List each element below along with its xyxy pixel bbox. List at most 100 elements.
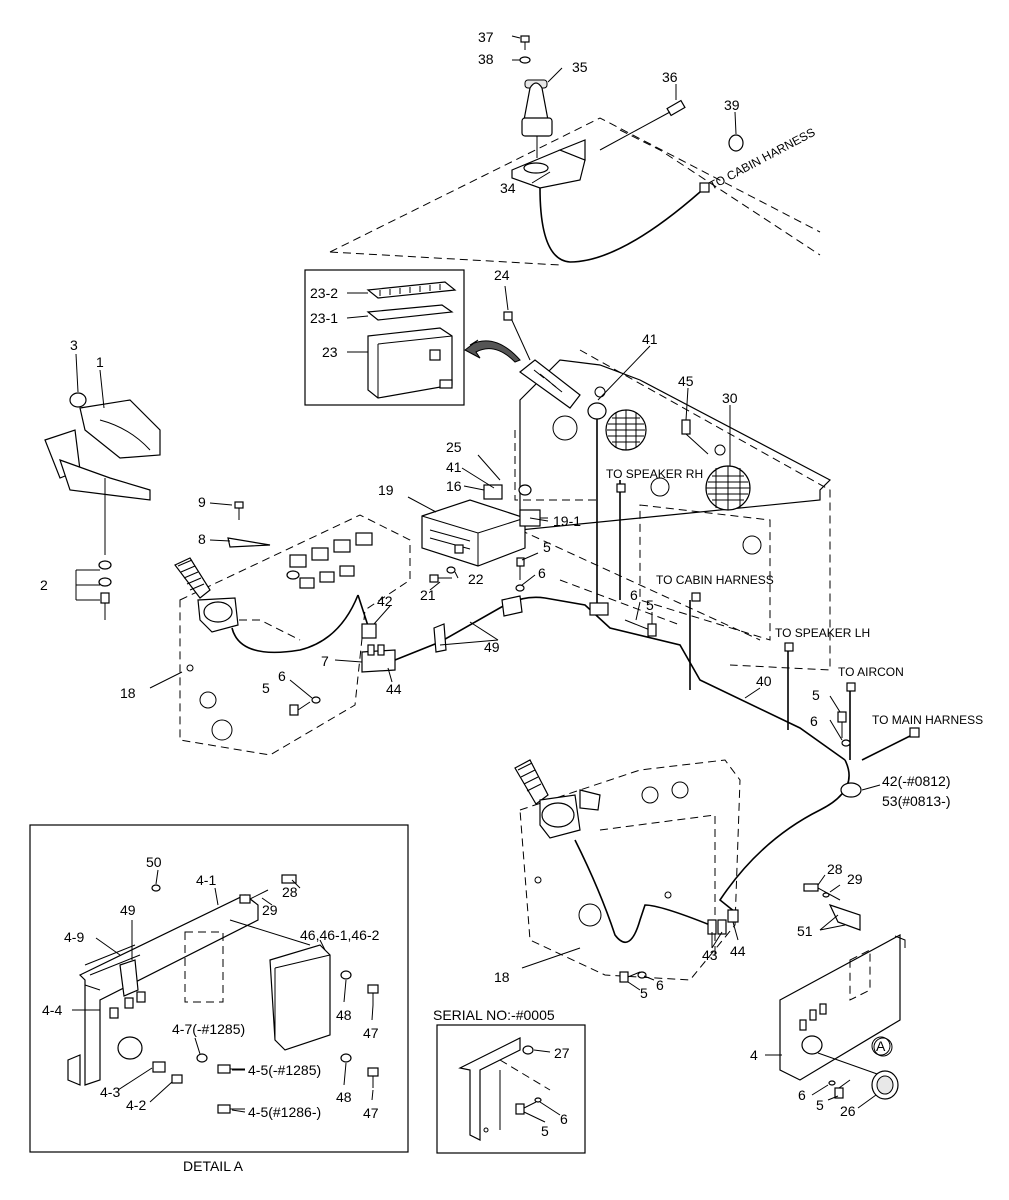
- beacon-lamp: [511, 79, 586, 189]
- note-to-aircon: TO AIRCON: [838, 665, 904, 679]
- serial-no-box: [436, 1024, 586, 1154]
- callout-53: 53(#0813-): [882, 793, 951, 809]
- callout-6-a: 6: [538, 565, 546, 581]
- callout-34: 34: [500, 180, 516, 196]
- callout-7: 7: [321, 653, 329, 669]
- callout-5-g: 5: [541, 1123, 549, 1139]
- callout-22: 22: [468, 571, 484, 587]
- callout-4: 4: [750, 1047, 758, 1063]
- callout-46: 46,46-1,46-2: [300, 927, 380, 943]
- harness-left: [231, 594, 396, 716]
- callout-4-2: 4-2: [126, 1097, 146, 1113]
- note-to-main-harness: TO MAIN HARNESS: [872, 713, 983, 727]
- callout-3: 3: [70, 337, 78, 353]
- beacon-hardware: [519, 35, 744, 152]
- callout-5-e: 5: [640, 985, 648, 1001]
- callout-42-b: 42(-#0812): [882, 773, 951, 789]
- speaker-lh: [705, 465, 751, 511]
- callout-36: 36: [662, 69, 678, 85]
- callout-4-3: 4-3: [100, 1084, 120, 1100]
- armrest: [69, 392, 161, 459]
- callout-4-1: 4-1: [196, 872, 216, 888]
- callout-4-5-a: 4-5(-#1285): [248, 1062, 321, 1078]
- note-to-cabin-harness-top: TO CABIN HARNESS: [707, 125, 818, 193]
- callout-6-g: 6: [560, 1111, 568, 1127]
- callout-5-d: 5: [812, 687, 820, 703]
- callout-25: 25: [446, 439, 462, 455]
- callout-24: 24: [494, 267, 510, 283]
- callout-49-a: 49: [484, 639, 500, 655]
- fuse-box-inset: [304, 269, 465, 406]
- callout-40: 40: [756, 673, 772, 689]
- callout-5-a: 5: [543, 539, 551, 555]
- note-to-speaker-rh: TO SPEAKER RH: [606, 467, 703, 481]
- callout-35: 35: [572, 59, 588, 75]
- note-to-cabin-harness-mid: TO CABIN HARNESS: [656, 573, 774, 587]
- callout-38: 38: [478, 51, 494, 67]
- leader-lines: [72, 35, 881, 1123]
- callout-23-1: 23-1: [310, 310, 338, 326]
- fuse-connector: [503, 311, 581, 409]
- callout-labels: 37 38 35 36 39 34 24 23-2 23-1 23 41 45 …: [40, 29, 951, 1139]
- speaker-rh: [605, 409, 647, 451]
- beacon-wire: [539, 182, 710, 263]
- callout-6-d: 6: [810, 713, 818, 729]
- callout-23-2: 23-2: [310, 285, 338, 301]
- radio-bolts: [429, 557, 525, 592]
- screw-45: [681, 419, 709, 455]
- callout-37: 37: [478, 29, 494, 45]
- callout-21: 21: [420, 587, 436, 603]
- callout-29-b: 29: [262, 902, 278, 918]
- callout-50: 50: [146, 854, 162, 870]
- callout-47-b: 47: [363, 1105, 379, 1121]
- harness-right: [574, 839, 739, 983]
- right-console: [519, 759, 741, 981]
- callout-5-b: 5: [646, 597, 654, 613]
- fuse-box-arrow: [464, 339, 521, 363]
- callout-44-a: 44: [386, 681, 402, 697]
- callout-47-a: 47: [363, 1025, 379, 1041]
- callout-18-b: 18: [494, 969, 510, 985]
- callout-6-e: 6: [656, 977, 664, 993]
- right-joystick: [514, 759, 601, 839]
- main-harness: [394, 480, 920, 913]
- controller-plate: [779, 883, 906, 1100]
- callout-4-7: 4-7(-#1285): [172, 1021, 245, 1037]
- detail-a-marker: [871, 1036, 891, 1056]
- callout-44-b: 44: [730, 943, 746, 959]
- radio-unit: [421, 484, 548, 567]
- callout-6-f: 6: [798, 1087, 806, 1103]
- callout-48-a: 48: [336, 1007, 352, 1023]
- callout-8: 8: [198, 531, 206, 547]
- console-panel-8: [227, 501, 271, 548]
- callout-45: 45: [678, 373, 694, 389]
- callout-41-top: 41: [642, 331, 658, 347]
- callout-4-4: 4-4: [42, 1002, 62, 1018]
- callout-4-5-b: 4-5(#1286-): [248, 1104, 321, 1120]
- callout-29-a: 29: [847, 871, 863, 887]
- callout-5-c: 5: [262, 680, 270, 696]
- callout-18-a: 18: [120, 685, 136, 701]
- title-serial-no: SERIAL NO:-#0005: [433, 1007, 555, 1023]
- callout-19: 19: [378, 482, 394, 498]
- callout-19-1: 19-1: [553, 513, 581, 529]
- title-detail-a: DETAIL A: [183, 1158, 244, 1174]
- callout-23: 23: [322, 344, 338, 360]
- detail-a-box: [29, 824, 409, 1153]
- callout-2: 2: [40, 577, 48, 593]
- armrest-bracket: [44, 429, 151, 620]
- note-to-speaker-lh: TO SPEAKER LH: [775, 626, 870, 640]
- callout-42-a: 42: [377, 593, 393, 609]
- callout-49-b: 49: [120, 902, 136, 918]
- callout-48-b: 48: [336, 1089, 352, 1105]
- callout-28-a: 28: [827, 861, 843, 877]
- callout-41-mid: 41: [446, 459, 462, 475]
- callout-6-b: 6: [630, 587, 638, 603]
- titles: SERIAL NO:-#0005 DETAIL A: [183, 1007, 555, 1174]
- callout-1: 1: [96, 354, 104, 370]
- wire-clamp-41: [587, 402, 607, 605]
- callout-5-f: 5: [816, 1097, 824, 1113]
- harness-notes: TO CABIN HARNESS TO SPEAKER RH TO CABIN …: [606, 125, 983, 727]
- callout-a: A: [876, 1038, 886, 1054]
